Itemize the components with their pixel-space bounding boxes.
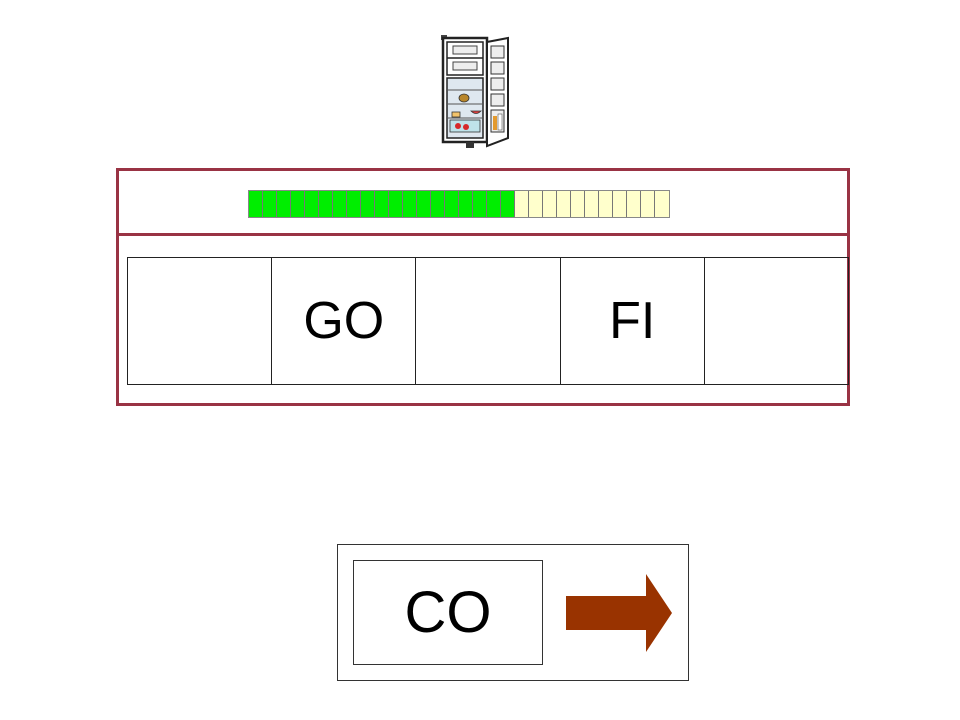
progress-segment-empty (571, 191, 585, 217)
syllable-slot-1[interactable] (128, 258, 273, 384)
progress-segment-empty (585, 191, 599, 217)
progress-segment-empty (655, 191, 669, 217)
progress-segment-filled (431, 191, 445, 217)
progress-segment-filled (417, 191, 431, 217)
progress-segment-empty (599, 191, 613, 217)
progress-segment-filled (319, 191, 333, 217)
progress-segment-filled (263, 191, 277, 217)
progress-segment-empty (641, 191, 655, 217)
progress-segment-filled (375, 191, 389, 217)
progress-segment-filled (501, 191, 515, 217)
syllable-slot-5[interactable] (705, 258, 848, 384)
progress-segment-filled (305, 191, 319, 217)
progress-segment-filled (445, 191, 459, 217)
progress-bar (248, 190, 670, 218)
progress-segment-filled (291, 191, 305, 217)
progress-segment-filled (473, 191, 487, 217)
right-arrow-icon[interactable] (564, 572, 674, 654)
progress-segment-filled (249, 191, 263, 217)
progress-segment-empty (627, 191, 641, 217)
progress-segment-empty (529, 191, 543, 217)
refrigerator-icon (441, 35, 509, 148)
syllable-slot-2: GO (272, 258, 417, 384)
progress-segment-filled (403, 191, 417, 217)
progress-segment-empty (543, 191, 557, 217)
syllable-slots: GO FI (127, 257, 849, 385)
syllable-card[interactable]: CO (353, 560, 543, 665)
panel-divider (119, 233, 847, 236)
progress-segment-empty (613, 191, 627, 217)
progress-segment-filled (487, 191, 501, 217)
progress-segment-filled (389, 191, 403, 217)
syllable-slot-4: FI (561, 258, 705, 384)
progress-segment-empty (515, 191, 529, 217)
syllable-slot-3[interactable] (416, 258, 561, 384)
progress-segment-filled (333, 191, 347, 217)
word-puzzle-panel: GO FI (116, 168, 850, 406)
progress-segment-empty (557, 191, 571, 217)
progress-segment-filled (459, 191, 473, 217)
progress-segment-filled (277, 191, 291, 217)
choice-area: CO (337, 544, 689, 681)
progress-segment-filled (347, 191, 361, 217)
progress-segment-filled (361, 191, 375, 217)
